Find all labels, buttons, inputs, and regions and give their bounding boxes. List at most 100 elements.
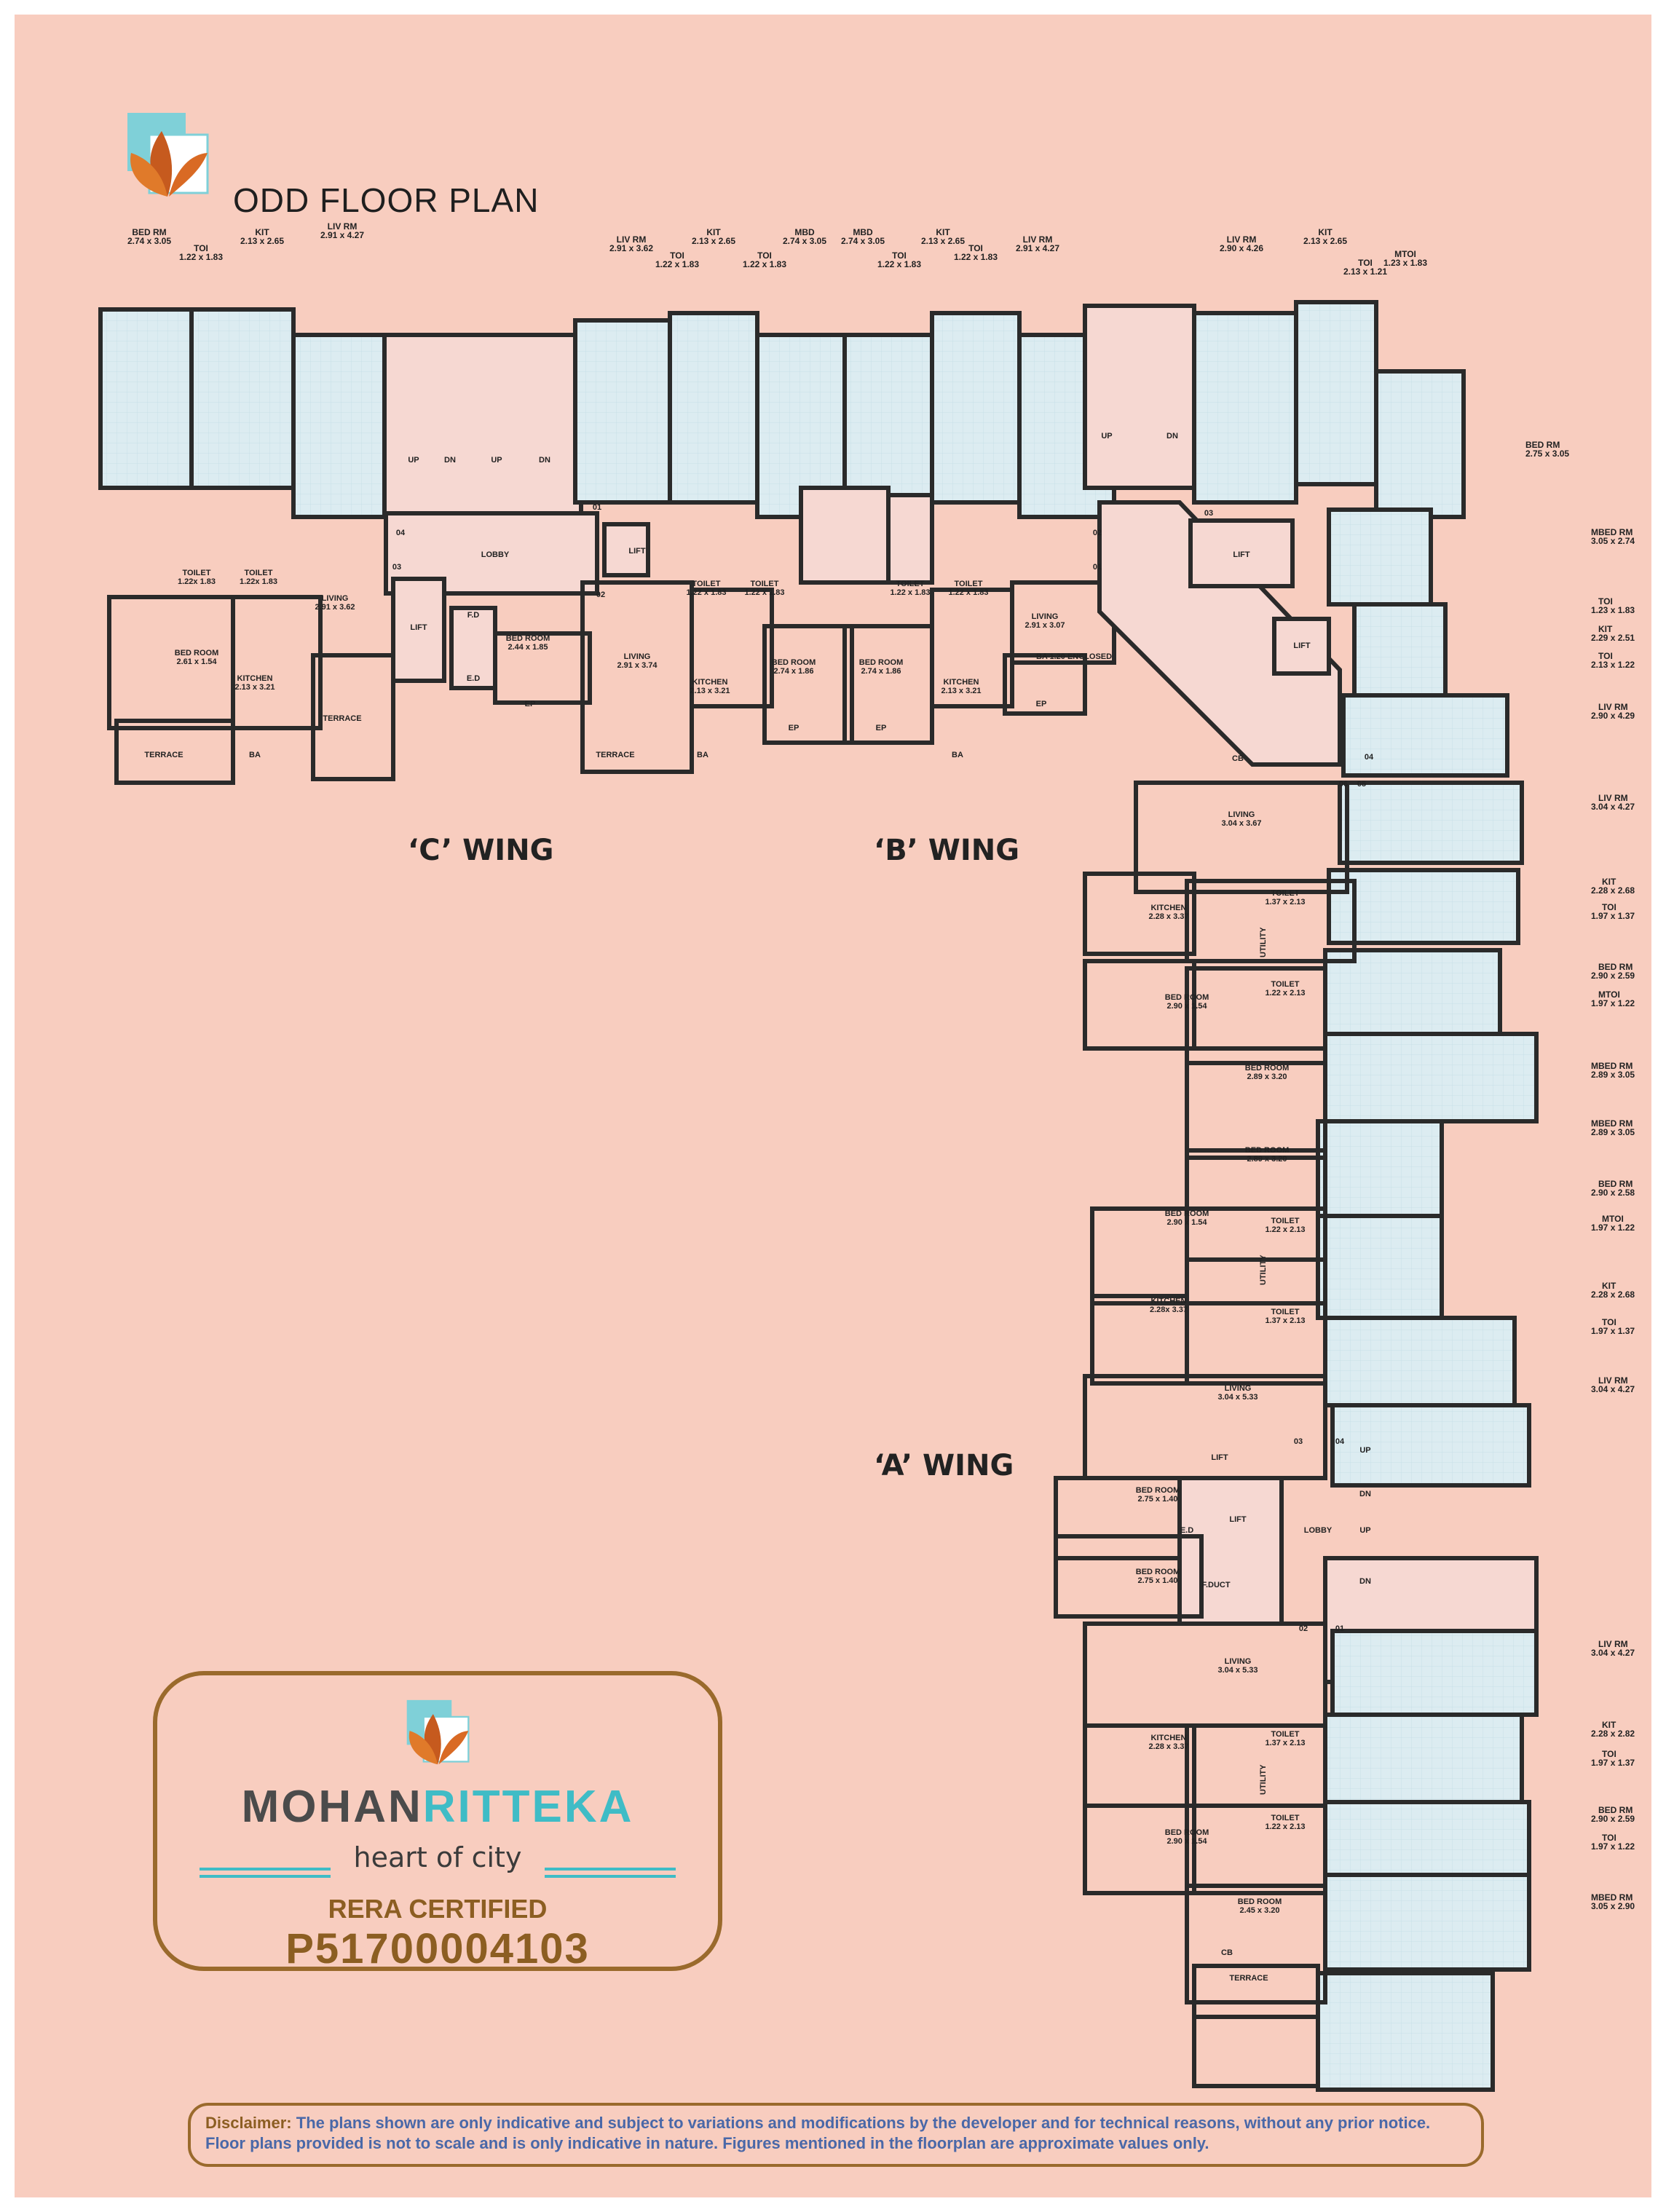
lift-label: LIFT (1229, 1515, 1246, 1524)
room-label-dim: 2.74 x 1.86 (861, 667, 901, 676)
room-label: MTOI (1394, 249, 1416, 259)
room-label: TOILET (1271, 1308, 1300, 1316)
room-label: TOILET (896, 580, 925, 588)
room-label: BED ROOM (1245, 1146, 1290, 1155)
room-label: LIVING (322, 594, 349, 603)
room-label-dim: 1.22 x 1.83 (686, 588, 726, 597)
room-label: BED ROOM (859, 658, 904, 667)
room-label: KIT (706, 227, 721, 237)
room-label: BED RM (132, 227, 166, 237)
room-label-dim: 2.90 x 2.58 (1591, 1188, 1635, 1198)
room-label-dim: 3.04 x 3.67 (1221, 819, 1261, 828)
room-label-dim: 2.89 x 3.05 (1591, 1070, 1635, 1080)
room-label-dim: 1.22 x 1.83 (877, 259, 921, 269)
tagline-lines (200, 1868, 676, 1878)
room-label: TOI (194, 243, 208, 253)
dn-label: DN (1166, 432, 1178, 441)
room-label: LIV RM (1227, 234, 1257, 245)
fduct-label: F.DUCT (1201, 1581, 1230, 1589)
room-label: BED RM (1598, 962, 1633, 972)
room-label: KITCHEN (944, 678, 979, 687)
leaf-logo-icon (406, 1699, 470, 1765)
room-label: TOI (1602, 1749, 1616, 1759)
room-label: KIT (1602, 1281, 1616, 1291)
room-label: LIV RM (1598, 1639, 1628, 1649)
a-wing-room-labels: BED RM 2.75 x 3.05 MBED RM 3.05 x 2.74 T… (1525, 440, 1635, 1911)
room-label: KIT (1602, 1720, 1616, 1730)
brand-name-part2: RITTEKA (422, 1782, 634, 1832)
room-label-dim: 1.97 x 1.37 (1591, 911, 1635, 921)
room-label: MBD (853, 227, 873, 237)
room-label: LIV RM (1598, 793, 1628, 803)
utility-labels: UTILITY UTILITY UTILITY (1259, 927, 1268, 1795)
room-label: TOILET (1271, 980, 1300, 989)
door-number: 03 (392, 563, 401, 572)
room-label-dim: 2.89 x 3.20 (1247, 1073, 1287, 1081)
lift-label: LIFT (1293, 641, 1310, 650)
room-labels: BED RM 2.74 x 3.05 TOI 1.22 x 1.83 KIT 2… (127, 221, 1427, 277)
room-label-dim: 2.90 x 2.59 (1591, 971, 1635, 981)
room-label-dim: 1.97 x 1.37 (1591, 1758, 1635, 1768)
room-label-dim: 1.22 x 1.83 (179, 252, 223, 262)
disclaimer-text: The plans shown are only indicative and … (205, 2114, 1431, 2152)
door-number: 02 (596, 590, 605, 599)
disclaimer-box: Disclaimer: The plans shown are only ind… (188, 2103, 1484, 2167)
ba-label: BA (249, 751, 261, 759)
room-label-dim: 2.74 x 3.05 (841, 236, 885, 246)
room-label: BED ROOM (1136, 1568, 1180, 1576)
ep-label: EP (789, 724, 800, 732)
door-number: 01 (1335, 1624, 1344, 1633)
up-label: UP (1359, 1446, 1370, 1455)
ed-label: E.D (467, 674, 480, 683)
room-label: KIT (1598, 624, 1613, 634)
room-label: BED ROOM (1165, 1209, 1209, 1218)
room-label-dim: 1.37 x 2.13 (1265, 898, 1305, 906)
room-label: BED ROOM (175, 649, 219, 657)
up-label: UP (408, 456, 419, 465)
room-label: BED ROOM (1245, 1064, 1290, 1073)
floor-plan-drawing: BED RM 2.74 x 3.05 TOI 1.22 x 1.83 KIT 2… (98, 221, 1635, 2092)
leaf-logo-icon (127, 113, 209, 197)
room-label-dim: 2.91 x 3.74 (617, 661, 658, 670)
room-label-dim: 2.13 x 2.65 (921, 236, 965, 246)
up-label: UP (491, 456, 502, 465)
ep-label: EP (525, 700, 536, 708)
room-label: TOI (1598, 596, 1613, 607)
terrace-label: TERRACE (1229, 1974, 1268, 1983)
room-label-dim: 1.23 x 1.83 (1383, 258, 1427, 268)
room-label: BED ROOM (1165, 993, 1209, 1002)
door-number: 04 (1335, 1437, 1345, 1446)
room-label-dim: 2.28 x 2.82 (1591, 1729, 1635, 1739)
room-label: TOI (757, 250, 772, 261)
page-title: ODD FLOOR PLAN (233, 181, 540, 219)
room-label-dim: 2.91 x 3.62 (315, 603, 355, 612)
room-label-dim: 2.90 x 4.29 (1591, 711, 1635, 721)
room-label: MTOI (1598, 990, 1620, 1000)
room-label: LIVING (1225, 1657, 1252, 1666)
room-label-dim: 2.28 x 2.68 (1591, 1289, 1635, 1300)
door-number: 01 (1093, 563, 1102, 572)
interior-labels: TOILET 1.22x 1.83 TOILET 1.22x 1.83 LIVI… (175, 569, 1306, 1915)
room-label: TOI (968, 243, 983, 253)
room-label-dim: 1.22 x 1.83 (954, 252, 998, 262)
room-label-dim: 2.90 x 1.54 (1166, 1837, 1207, 1846)
room-label: TOI (1602, 1317, 1616, 1327)
room-label: TOI (1598, 651, 1613, 661)
room-label: KITCHEN (1151, 1734, 1187, 1742)
room-label: MBED RM (1591, 1118, 1633, 1129)
utility-label: UTILITY (1259, 1764, 1268, 1795)
cb-label: CB (1221, 1948, 1233, 1957)
ep-label: EP (876, 724, 887, 732)
floor-plan-page: ODD FLOOR PLAN (15, 15, 1651, 2197)
room-label-name: BED RM (132, 227, 166, 237)
room-label-dim: 3.05 x 2.74 (1591, 536, 1635, 546)
terrace-label: TERRACE (596, 751, 634, 759)
rera-label: RERA CERTIFIED (328, 1894, 548, 1924)
room-label-dim: 1.97 x 1.37 (1591, 1326, 1635, 1336)
room-label: LIV RM (1023, 234, 1053, 245)
room-label-dim: 1.97 x 1.22 (1591, 1222, 1635, 1233)
room-label: MBED RM (1591, 527, 1633, 537)
door-number: 03 (1204, 509, 1213, 518)
utility-label: UTILITY (1259, 1255, 1268, 1285)
ba-label: BA (952, 751, 963, 759)
